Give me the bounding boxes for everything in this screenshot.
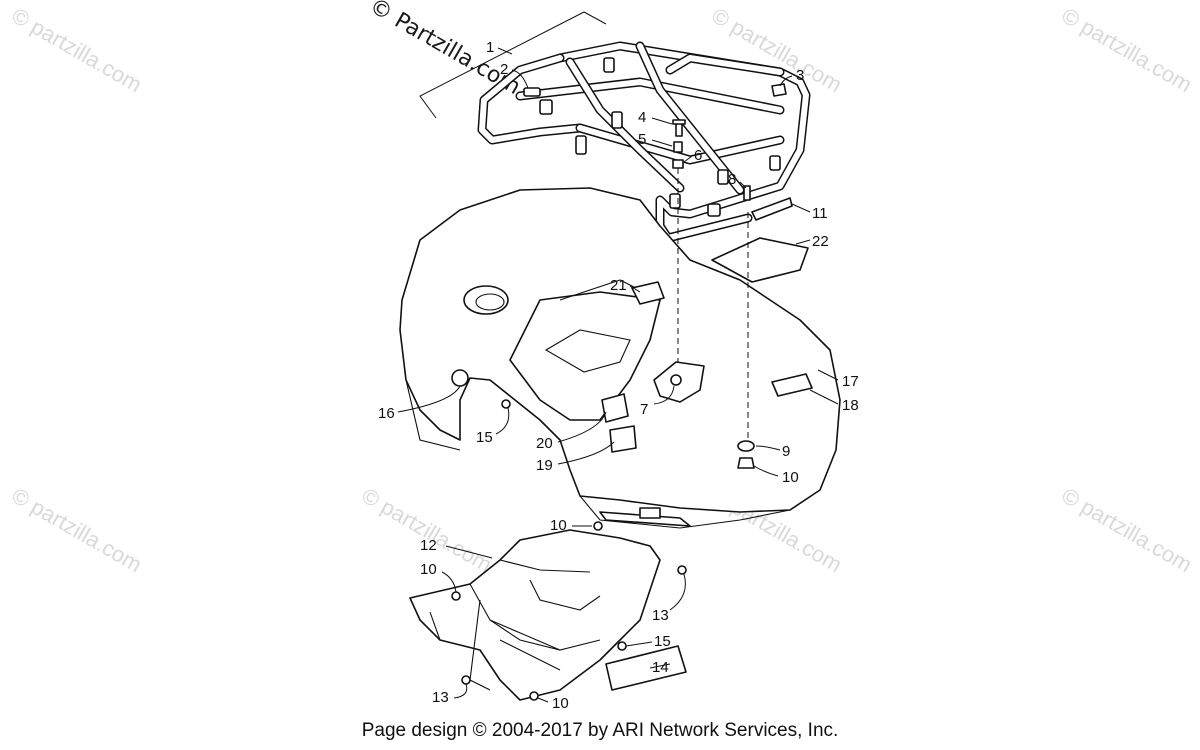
footrest-part-14[interactable] [605, 645, 687, 691]
nut-part-10[interactable] [529, 691, 539, 701]
callout-7: 7 [640, 401, 648, 418]
cap-part-3[interactable] [771, 83, 787, 97]
callout-5: 5 [638, 131, 646, 148]
grommet-part-16[interactable] [451, 369, 469, 387]
callout-2: 2 [500, 61, 508, 78]
callout-12: 12 [420, 537, 437, 554]
washer-part-9[interactable] [737, 440, 755, 452]
label-part-19[interactable] [609, 425, 637, 453]
nut-part-10[interactable] [451, 591, 461, 601]
callout-13: 13 [432, 689, 449, 706]
footwell[interactable] [409, 529, 661, 701]
callout-14: 14 [652, 659, 669, 676]
callout-18: 18 [842, 397, 859, 414]
watermark: © partzilla.com [1058, 3, 1197, 98]
nut-part-10[interactable] [737, 457, 755, 469]
washer-part-6[interactable] [672, 159, 684, 169]
screw-part-13[interactable] [677, 565, 687, 575]
rear-fender[interactable] [399, 187, 841, 529]
callout-3: 3 [796, 67, 804, 84]
callout-13: 13 [652, 607, 669, 624]
callout-10: 10 [782, 469, 799, 486]
callout-22: 22 [812, 233, 829, 250]
callout-15: 15 [476, 429, 493, 446]
page-footer-copyright: Page design © 2004-2017 by ARI Network S… [361, 720, 839, 741]
callout-10: 10 [420, 561, 437, 578]
label-part-20[interactable] [601, 393, 629, 423]
screw-part-15[interactable] [617, 641, 627, 651]
callout-16: 16 [378, 405, 395, 422]
callout-20: 20 [536, 435, 553, 452]
nut-part-10[interactable] [593, 521, 603, 531]
watermark: © partzilla.com [8, 483, 147, 578]
watermark: © partzilla.com [708, 3, 847, 98]
rack-hardware[interactable] [523, 83, 787, 201]
bolt-part-8[interactable] [743, 185, 751, 201]
callout-19: 19 [536, 457, 553, 474]
screw-part-13[interactable] [461, 675, 471, 685]
callout-1: 1 [486, 39, 494, 56]
callout-15: 15 [654, 633, 671, 650]
callout-10: 10 [550, 517, 567, 534]
bracket-part-2[interactable] [523, 87, 541, 97]
callout-6: 6 [694, 147, 702, 164]
watermark: © partzilla.com [1058, 483, 1197, 578]
callout-4: 4 [638, 109, 646, 126]
reflector-part-18[interactable] [771, 373, 813, 397]
decal-part-22[interactable] [711, 237, 809, 283]
screw-part-15[interactable] [501, 399, 511, 409]
callout-8: 8 [728, 171, 736, 188]
callout-9: 9 [782, 443, 790, 460]
callout-21: 21 [610, 277, 627, 294]
watermark: © partzilla.com [8, 3, 147, 98]
callout-layer: 1 2 3 4 5 6 7 8 9 10 10 10 10 11 12 13 1… [378, 39, 859, 712]
callout-11: 11 [812, 205, 828, 222]
callout-10: 10 [552, 695, 569, 712]
callout-17: 17 [842, 373, 859, 390]
decal-part-21[interactable] [631, 281, 665, 305]
spacer-part-5[interactable] [673, 141, 683, 153]
